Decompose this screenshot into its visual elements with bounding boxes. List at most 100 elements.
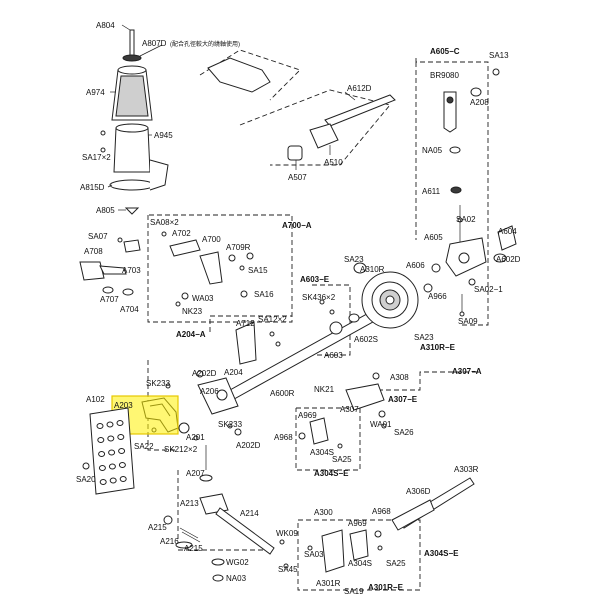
label-sa02-1: SA02−1 <box>474 285 503 294</box>
label-a700a: A700−A <box>282 221 312 230</box>
label-a612d: A612D <box>347 84 372 93</box>
a602s <box>348 313 360 323</box>
label-sa03: SA03 <box>304 550 324 559</box>
label-a611: A611 <box>422 187 441 196</box>
label-sa09: SA09 <box>458 317 478 326</box>
sa16 <box>240 290 248 298</box>
a202d <box>196 370 204 378</box>
outline-a700a <box>147 214 293 323</box>
a602d <box>493 253 507 263</box>
label-a968-top: A968 <box>274 433 293 442</box>
a605c-assembly <box>423 68 517 317</box>
right-lower-assembly <box>298 372 475 573</box>
a974-knurl <box>115 75 149 117</box>
wg02 <box>211 558 225 566</box>
plate-hole <box>107 435 115 442</box>
a102-plate <box>82 407 135 495</box>
label-sa07: SA07 <box>88 232 108 241</box>
outline-a307a <box>346 371 480 391</box>
label-a510: A510 <box>324 158 343 167</box>
thread-stand-assembly <box>100 24 169 215</box>
sa20-screw <box>82 462 90 470</box>
plate-hole <box>98 465 106 471</box>
sa09 <box>459 311 465 317</box>
plate-hole <box>106 421 114 428</box>
plate-hole <box>109 477 117 484</box>
label-a966: A966 <box>428 292 447 301</box>
plate-hole <box>118 462 126 468</box>
a208-nut <box>470 87 482 97</box>
br9080-arm <box>443 91 457 133</box>
label-sa17: SA17×2 <box>82 153 111 162</box>
label-a215-top: A215 <box>148 523 167 532</box>
a201 <box>178 422 190 434</box>
na05 <box>449 146 461 154</box>
label-sa13: SA13 <box>489 51 509 60</box>
group-outlines <box>147 49 489 591</box>
label-a804: A804 <box>96 21 115 30</box>
wk09 <box>279 539 285 545</box>
label-a301r: A301R <box>316 579 341 588</box>
label-a300: A300 <box>314 508 333 517</box>
a804-rod <box>129 29 135 59</box>
label-sa23-bot: SA23 <box>414 333 434 342</box>
label-sa08: SA08×2 <box>150 218 179 227</box>
label-a304se-top: A304S−E <box>314 469 349 478</box>
label-sa19: SA19 <box>344 587 364 596</box>
label-sa20: SA20 <box>76 475 96 484</box>
label-nk21: NK21 <box>314 385 335 394</box>
a603 <box>329 321 343 335</box>
bracket-top <box>207 57 271 93</box>
sk233 <box>165 383 171 389</box>
label-a207: A207 <box>186 469 205 478</box>
label-a604: A604 <box>498 227 517 236</box>
label-sa23-top: SA23 <box>344 255 364 264</box>
a507-part <box>287 145 303 161</box>
label-a974: A974 <box>86 88 105 97</box>
a700a-assembly <box>79 231 254 307</box>
label-a208: A208 <box>470 98 489 107</box>
plate-hole <box>98 451 106 457</box>
label-sa15: SA15 <box>248 266 268 275</box>
label-a206: A206 <box>200 387 219 396</box>
label-a945: A945 <box>154 131 173 140</box>
plate-hole <box>117 434 125 440</box>
outline-a204-left <box>147 360 178 451</box>
label-a201: A201 <box>186 433 205 442</box>
outline-a304se-top <box>295 407 361 471</box>
a805-clip <box>124 207 140 215</box>
a304s <box>309 417 329 445</box>
label-a968-bot: A968 <box>372 507 391 516</box>
label-a600r: A600R <box>270 389 295 398</box>
label-a215-bot: A215 <box>184 544 203 553</box>
a815d-bracket <box>149 159 169 191</box>
label-wk09: WK09 <box>276 529 298 538</box>
label-a708: A708 <box>84 247 103 256</box>
outline-a207 <box>177 470 270 551</box>
outline-a301re <box>297 519 421 591</box>
label-a602d: A602D <box>496 255 521 264</box>
label-wa03: WA03 <box>192 294 214 303</box>
sa02-1 <box>468 278 476 286</box>
label-a304s-bot: A304S <box>348 559 372 568</box>
label-sa02: SA02 <box>456 215 476 224</box>
sa45 <box>283 563 289 569</box>
nk23 <box>175 301 181 307</box>
label-a603: A603 <box>324 351 343 360</box>
lower-shaft-assembly <box>163 445 289 582</box>
a604-pin <box>497 225 517 251</box>
a301r <box>321 529 345 573</box>
label-a709r: A709R <box>226 243 251 252</box>
a606 <box>431 263 441 273</box>
label-a707: A707 <box>100 295 119 304</box>
outline-a605c <box>415 58 489 326</box>
label-a703: A703 <box>122 266 141 275</box>
a304s-bot <box>349 529 369 561</box>
label-a605: A605 <box>424 233 443 242</box>
outline-a510 <box>239 89 391 166</box>
a945-cone <box>113 127 151 173</box>
label-a969-bot: A969 <box>348 519 367 528</box>
a611 <box>450 186 462 194</box>
label-a308: A308 <box>390 373 409 382</box>
